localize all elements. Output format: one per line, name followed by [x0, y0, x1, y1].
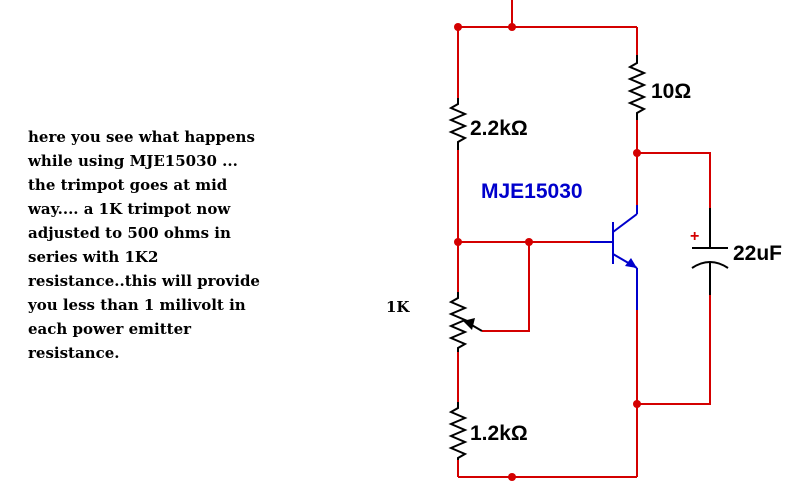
wire-wiper — [482, 242, 530, 332]
junction-dot — [508, 23, 516, 31]
note-line: here you see what happens — [28, 128, 255, 146]
label-r-bottom: 1.2kΩ — [470, 422, 528, 445]
resistor-2k2 — [448, 98, 468, 150]
note-line: adjusted to 500 ohms in — [28, 224, 231, 242]
note-line: you less than 1 milivolt in — [28, 296, 246, 314]
note-line: way.... a 1K trimpot now — [28, 200, 231, 218]
junction-dot — [525, 238, 533, 246]
cap-polarity-mark: + — [690, 228, 699, 245]
trimpot-arrow — [463, 318, 475, 330]
junction-dot — [454, 238, 462, 246]
resistor-10ohm — [627, 55, 647, 120]
explanation-text: here you see what happens while using MJ… — [28, 125, 328, 365]
note-line: series with 1K2 — [28, 248, 159, 266]
note-line: while using MJE15030 ... — [28, 152, 238, 170]
note-line: resistance..this will provide — [28, 272, 260, 290]
junction-dot — [633, 400, 641, 408]
junction-dot — [633, 149, 641, 157]
label-trimpot: 1K — [386, 298, 410, 316]
wire-cap-top — [637, 152, 711, 208]
capacitor-symbol — [691, 208, 729, 295]
bjt-emitter-arrow — [625, 258, 637, 268]
note-line: resistance. — [28, 344, 120, 362]
bjt-collector-lead — [612, 213, 638, 233]
label-capacitor: 22uF — [733, 242, 782, 265]
label-r-top: 2.2kΩ — [470, 117, 528, 140]
junction-dot — [454, 23, 462, 31]
junctions — [454, 23, 641, 481]
label-transistor: MJE15030 — [481, 180, 583, 203]
wires — [457, 0, 711, 478]
wire-cap-bottom — [637, 295, 711, 405]
junction-dot — [508, 473, 516, 481]
resistor-1k2 — [448, 402, 468, 460]
trimpot-1k — [448, 292, 468, 352]
note-line: the trimpot goes at mid — [28, 176, 228, 194]
note-line: each power emitter — [28, 320, 192, 338]
label-r-collector: 10Ω — [651, 80, 691, 103]
transistor-symbol — [590, 205, 638, 310]
